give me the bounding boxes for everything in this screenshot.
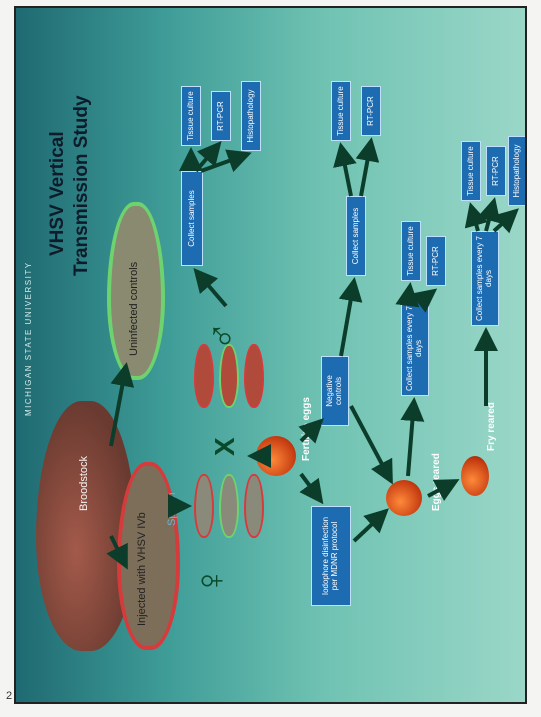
arrow-eggs-to-collect [408,401,414,476]
arrow-fry-collect-to-histo [494,211,516,231]
slide-photo: MICHIGAN STATE UNIVERSITY VHSV Vertical … [14,6,527,704]
slide-content: MICHIGAN STATE UNIVERSITY VHSV Vertical … [16,8,527,704]
arrow-male-to-collect [196,271,226,306]
arrow-iodophore-to-eggs [354,511,386,541]
arrow-negative-collect-to-rtpcr [361,141,371,196]
arrow-fry-collect-to-tissue [471,206,478,231]
arrow-eggs-collect-to-tissue [408,286,410,301]
arrow-negative-to-collect [341,281,354,356]
arrow-negative-to-eggs [351,406,391,481]
arrow-eggs-collect-to-rtpcr [421,291,434,301]
arrow-fertilize-to-negative [301,421,321,441]
arrow-broodstock-to-injected [111,536,126,566]
arrow-negative-collect-to-tissue [341,146,351,196]
arrow-fertilize-to-iodophore [301,474,321,501]
arrow-broodstock-to-uninfected [111,366,126,446]
arrow-fry-collect-to-rtpcr [486,201,494,231]
flow-arrows [16,8,527,704]
arrow-eggs-to-fry [428,481,456,496]
page-number: 2 [6,690,12,702]
